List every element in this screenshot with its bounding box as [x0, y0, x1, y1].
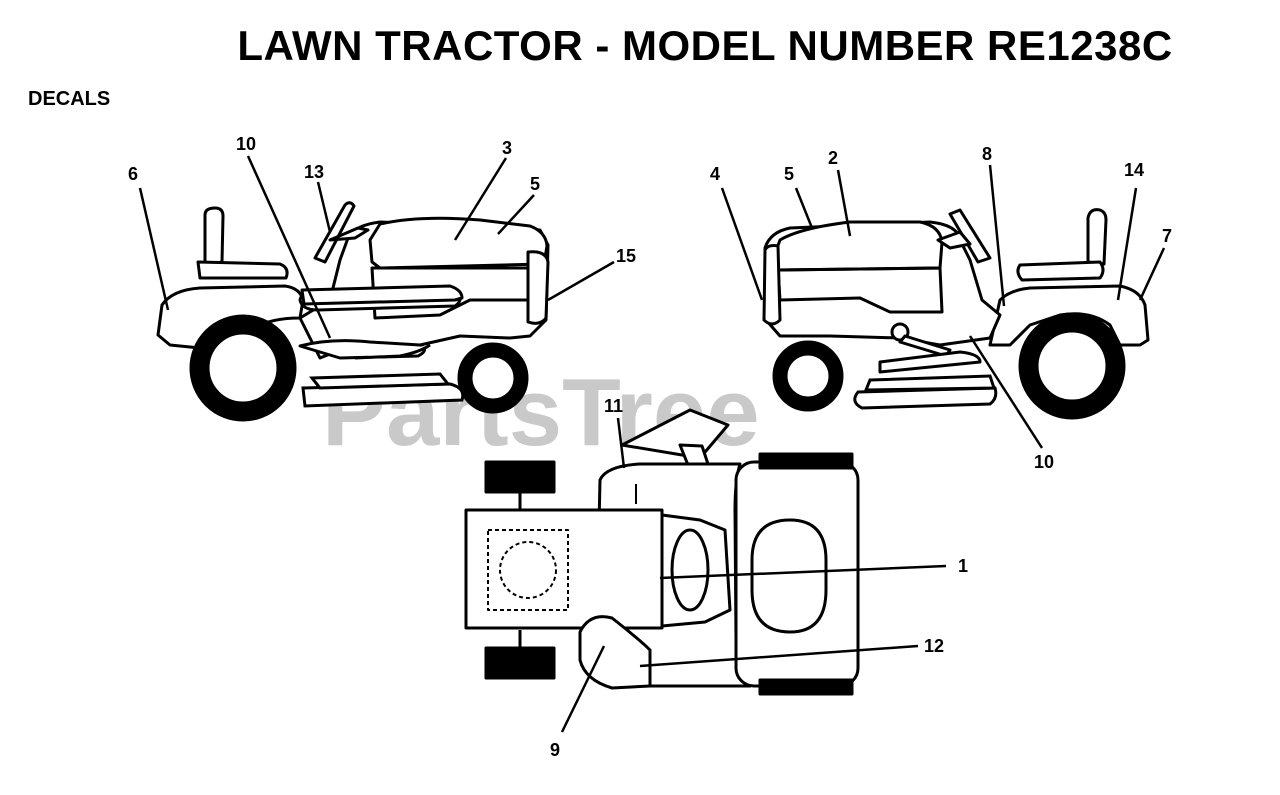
callout-2: 2 [828, 148, 838, 168]
callout-8: 8 [982, 144, 992, 164]
leaders-left [138, 155, 615, 339]
mower-deck-right [853, 374, 998, 410]
section-label: DECALS [28, 88, 111, 110]
callout-4: 4 [710, 164, 720, 184]
mower-deck-left [301, 372, 465, 408]
tractor-left-side-view [156, 201, 550, 422]
callouts: 6 10 13 3 5 15 4 5 2 8 14 7 10 11 1 12 9 [128, 134, 1172, 760]
leaders-right [720, 164, 1166, 449]
page-title: LAWN TRACTOR - MODEL NUMBER RE1238C [237, 22, 1173, 69]
callout-6-left: 6 [128, 164, 138, 184]
callout-9: 9 [550, 740, 560, 760]
callout-3: 3 [502, 138, 512, 158]
callout-15: 15 [616, 246, 636, 266]
callout-12: 12 [924, 636, 944, 656]
leaders-top [560, 417, 947, 733]
callout-1: 1 [958, 556, 968, 576]
callout-10-left: 10 [236, 134, 256, 154]
callout-14: 14 [1124, 160, 1144, 180]
callout-13: 13 [304, 162, 324, 182]
callout-10-right: 10 [1034, 452, 1054, 472]
callout-11: 11 [604, 396, 623, 416]
callout-5-right: 5 [784, 164, 794, 184]
callout-7: 7 [1162, 226, 1172, 246]
tractor-right-side-view [762, 208, 1150, 420]
callout-5-left: 5 [530, 174, 540, 194]
